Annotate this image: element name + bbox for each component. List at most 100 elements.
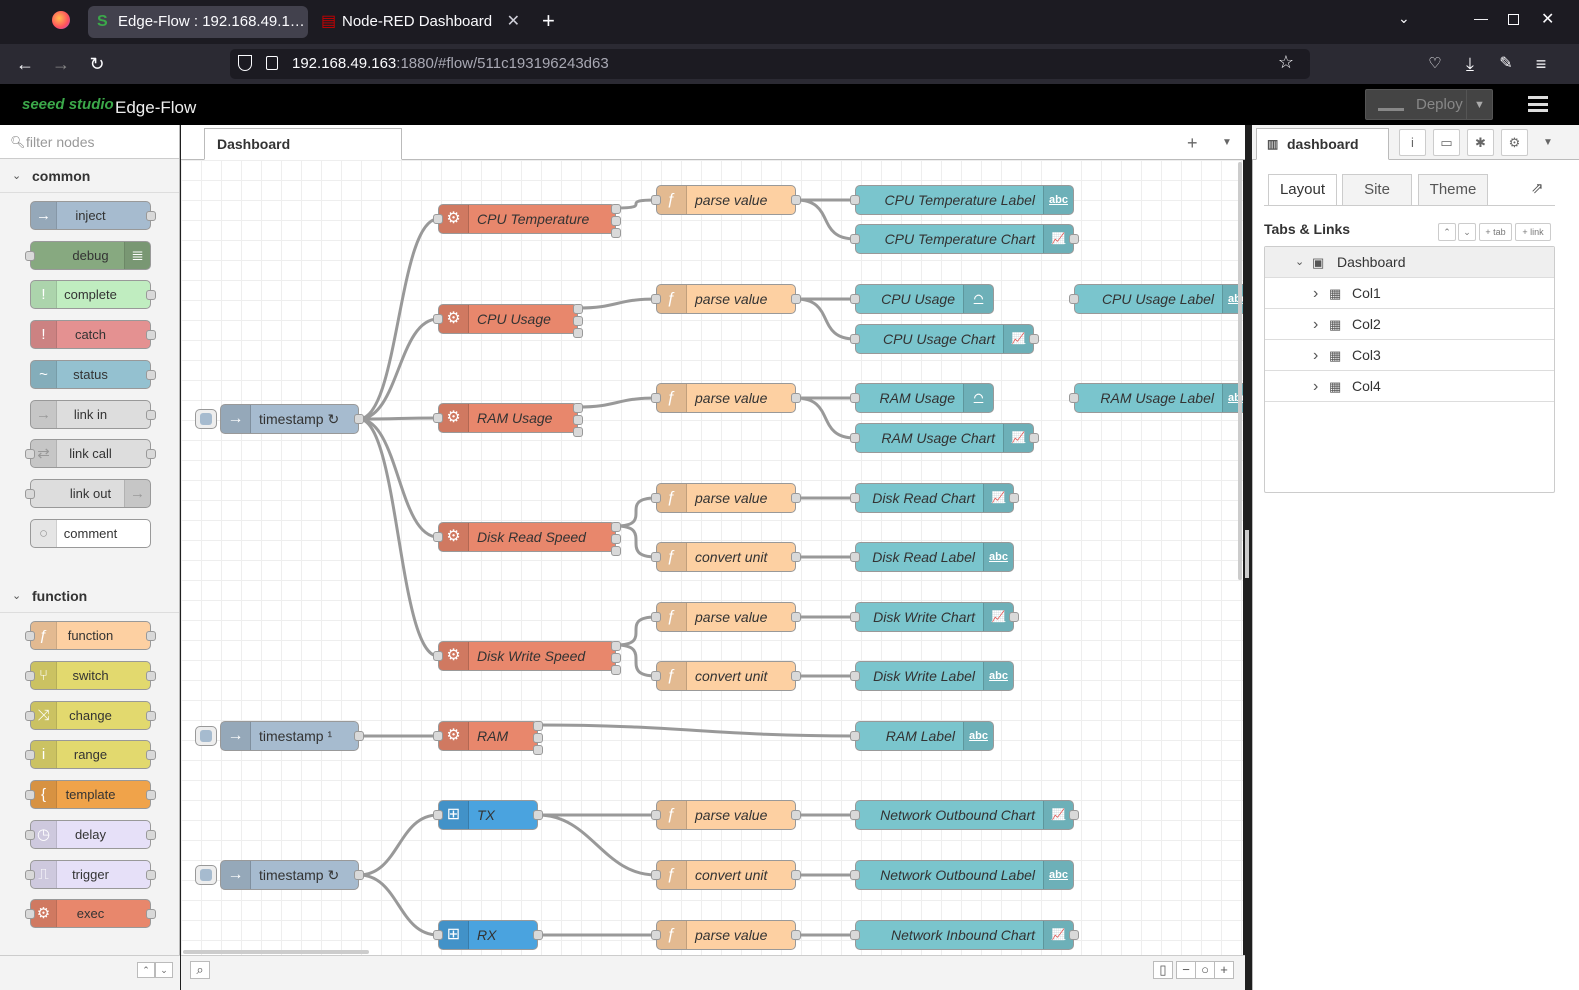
input-port[interactable] <box>25 250 35 261</box>
sidebar-resize-handle[interactable] <box>1245 530 1249 578</box>
palette-category-common[interactable]: ⌄common <box>0 159 179 193</box>
input-port[interactable] <box>850 234 860 244</box>
add-tab-button[interactable]: + tab <box>1479 223 1512 241</box>
flow-node-disk-read-speed[interactable]: ⚙Disk Read Speed <box>433 522 621 556</box>
zoom-in-button[interactable]: + <box>1214 961 1234 979</box>
output-port[interactable] <box>1029 433 1039 443</box>
collapse-tree-button[interactable]: ⌃ <box>1438 223 1456 241</box>
palette-node-complete[interactable]: !complete <box>30 280 156 310</box>
list-tabs-icon[interactable]: ⌄ <box>1398 10 1410 26</box>
flow-node-disk-write-chart[interactable]: 📈Disk Write Chart <box>850 602 1019 632</box>
input-port[interactable] <box>433 810 443 820</box>
output-port[interactable] <box>1029 334 1039 344</box>
input-port[interactable] <box>25 710 35 721</box>
input-port[interactable] <box>651 195 661 205</box>
output-port[interactable] <box>791 195 801 205</box>
chevron-right-icon[interactable]: › <box>1313 378 1319 395</box>
palette-node-link-call[interactable]: ⇄link call <box>25 439 156 469</box>
wire-f2-u4[interactable] <box>795 297 856 341</box>
output-port[interactable] <box>146 909 156 920</box>
input-port[interactable] <box>25 829 35 840</box>
wire-t3-rx[interactable] <box>358 873 439 937</box>
output-port[interactable] <box>533 930 543 940</box>
input-port[interactable] <box>651 393 661 403</box>
output-port[interactable] <box>791 930 801 940</box>
bookmark-star-icon[interactable]: ☆ <box>1277 52 1294 72</box>
palette-node-link-in[interactable]: →link in <box>30 399 156 429</box>
output-port[interactable] <box>791 552 801 562</box>
flow-node-cpu-usage[interactable]: ◠CPU Usage <box>850 284 994 314</box>
output-port[interactable] <box>1009 612 1019 622</box>
input-port[interactable] <box>651 612 661 622</box>
palette-node-debug[interactable]: ≣debug <box>25 240 151 270</box>
output-port[interactable] <box>611 665 621 675</box>
inject-trigger-button[interactable] <box>195 865 217 885</box>
tree-item-col2[interactable]: ›▦Col2 <box>1265 309 1554 340</box>
palette-node-exec[interactable]: ⚙exec <box>25 899 156 929</box>
input-port[interactable] <box>850 195 860 205</box>
firefox-icon[interactable] <box>52 11 70 29</box>
flow-canvas[interactable]: →timestamp ↻→timestamp ¹→timestamp ↻⚙CPU… <box>181 160 1243 955</box>
chevron-right-icon[interactable]: › <box>1313 347 1319 364</box>
input-port[interactable] <box>25 869 35 880</box>
flow-node-cpu-usage-chart[interactable]: 📈CPU Usage Chart <box>850 324 1039 354</box>
minimize-icon[interactable]: — <box>1474 10 1488 26</box>
palette-node-catch[interactable]: !catch <box>30 320 156 350</box>
input-port[interactable] <box>433 731 443 741</box>
flow-node-timestamp[interactable]: →timestamp ¹ <box>195 721 364 751</box>
input-port[interactable] <box>651 930 661 940</box>
tree-item-col4[interactable]: ›▦Col4 <box>1265 371 1554 402</box>
output-port[interactable] <box>611 546 621 556</box>
flow-node-ram-usage[interactable]: ⚙RAM Usage <box>433 403 583 437</box>
input-port[interactable] <box>850 612 860 622</box>
input-port[interactable] <box>850 671 860 681</box>
output-port[interactable] <box>533 745 543 755</box>
browser-tab-edgeflow[interactable]: S Edge-Flow : 192.168.49.1… <box>88 6 308 38</box>
flow-node-cpu-usage[interactable]: ⚙CPU Usage <box>433 304 583 338</box>
downloads-icon[interactable]: ⤓ <box>1466 54 1474 74</box>
output-port[interactable] <box>354 414 364 424</box>
input-port[interactable] <box>651 671 661 681</box>
deploy-button[interactable]: Deploy ▼ <box>1365 89 1493 120</box>
output-port[interactable] <box>1069 810 1079 820</box>
palette-node-delay[interactable]: ◷delay <box>25 819 156 849</box>
subtab-layout[interactable]: Layout <box>1268 174 1337 206</box>
wire-e6-u13[interactable] <box>537 723 856 738</box>
flow-list-dropdown-icon[interactable]: ▼ <box>1222 137 1232 148</box>
config-gear-icon[interactable]: ⚙ <box>1501 129 1528 156</box>
main-menu-icon[interactable] <box>1528 96 1548 112</box>
input-port[interactable] <box>433 651 443 661</box>
input-port[interactable] <box>850 930 860 940</box>
flow-node-rx[interactable]: ⊞RX <box>433 920 543 950</box>
wire-t3-tx[interactable] <box>358 813 439 877</box>
wire-e2-f2[interactable] <box>577 297 657 310</box>
input-port[interactable] <box>850 393 860 403</box>
reload-icon[interactable]: ↻ <box>89 54 105 74</box>
flow-node-timestamp[interactable]: →timestamp ↻ <box>195 404 364 434</box>
input-port[interactable] <box>1069 393 1079 403</box>
back-icon[interactable]: ← <box>16 54 34 74</box>
output-port[interactable] <box>791 294 801 304</box>
input-port[interactable] <box>850 334 860 344</box>
close-window-icon[interactable]: ✕ <box>1541 11 1555 28</box>
output-port[interactable] <box>533 721 543 731</box>
app-menu-icon[interactable]: ≡ <box>1535 54 1547 74</box>
output-port[interactable] <box>573 415 583 425</box>
subtab-site[interactable]: Site <box>1342 174 1412 206</box>
palette-node-status[interactable]: ~status <box>30 359 156 389</box>
wire-e5-f7[interactable] <box>615 643 657 678</box>
wire-t1-e3[interactable] <box>358 416 439 421</box>
palette-node-trigger[interactable]: ⎍trigger <box>25 859 156 889</box>
collapse-all-button[interactable]: ⌃ <box>137 962 155 978</box>
input-port[interactable] <box>850 493 860 503</box>
